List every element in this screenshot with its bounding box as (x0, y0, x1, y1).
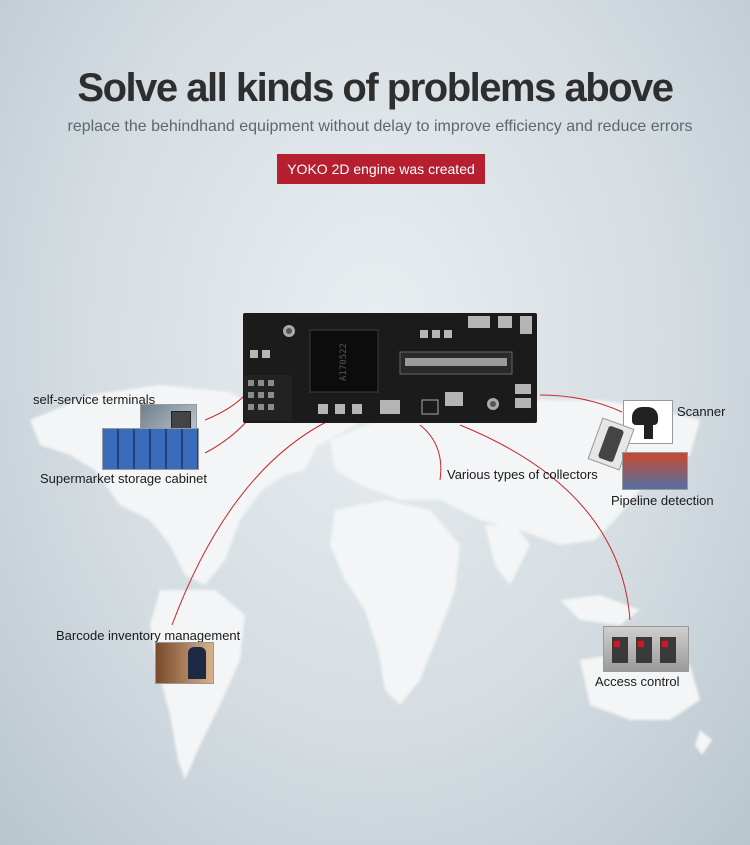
connector-barcode (171, 419, 331, 626)
label-self-service: self-service terminals (33, 392, 156, 407)
chip-marking: A170522 (339, 343, 349, 381)
barcode-inventory-photo (155, 642, 214, 684)
engine-module: A170522 (243, 313, 537, 423)
connector-self-service (204, 395, 245, 421)
continent-india (485, 525, 530, 585)
label-barcode: Barcode inventory management (56, 628, 241, 643)
continent-indonesia (560, 595, 640, 625)
supermarket-cabinet-photo (102, 428, 199, 470)
connector-supermarket (204, 419, 249, 454)
connector-access (459, 424, 631, 621)
pipeline-photo (622, 452, 688, 490)
label-collectors: Various types of collectors (447, 467, 598, 482)
label-pipeline: Pipeline detection (611, 493, 714, 508)
continent-africa (330, 500, 460, 705)
continent-new-zealand (695, 730, 712, 755)
continent-south-america (150, 590, 245, 780)
page-subtitle: replace the behindhand equipment without… (67, 118, 693, 135)
connector-scanner (539, 394, 623, 413)
product-badge: YOKO 2D engine was created (277, 154, 485, 184)
label-supermarket: Supermarket storage cabinet (40, 471, 207, 486)
page-title: Solve all kinds of problems above (77, 66, 674, 110)
connector-collectors (419, 424, 442, 481)
label-access: Access control (595, 674, 680, 689)
label-scanner: Scanner (677, 404, 726, 419)
access-control-photo (603, 626, 689, 672)
